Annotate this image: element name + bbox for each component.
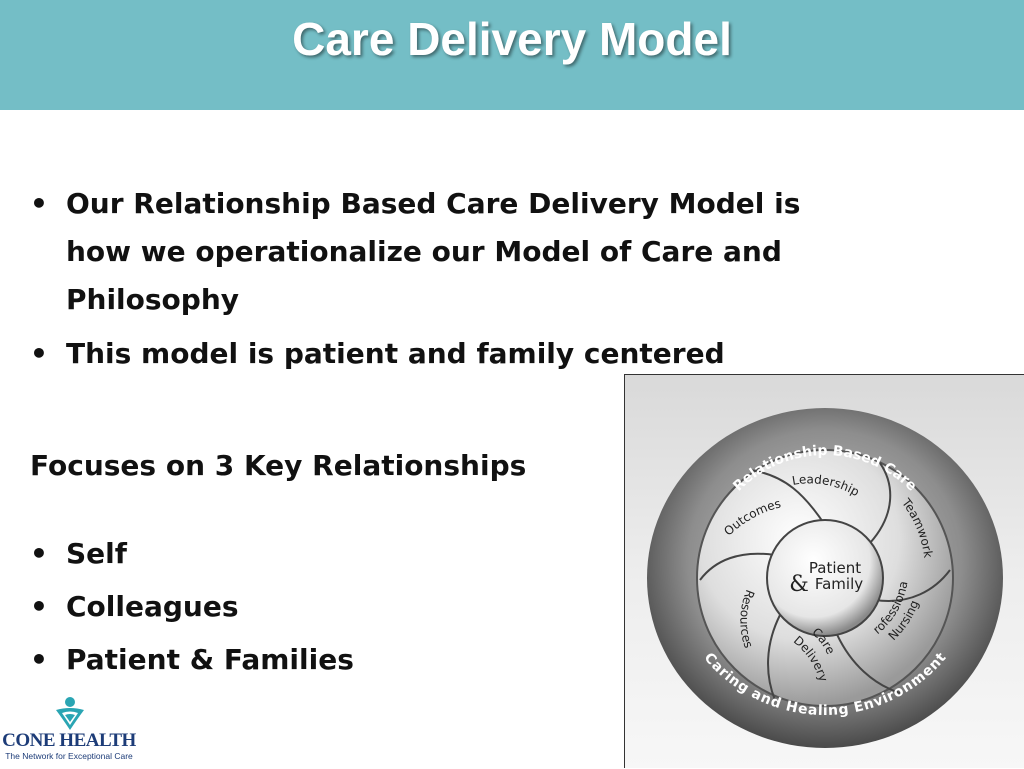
logo-name: CONE HEALTH: [2, 730, 136, 751]
relationship-text: Colleagues: [66, 590, 239, 623]
bullet-text: This model is patient and family centere…: [66, 337, 725, 370]
diagram-svg: Relationship Based Care Caring and Heali…: [625, 375, 1003, 748]
relationship-based-care-diagram: Relationship Based Care Caring and Heali…: [624, 374, 1024, 768]
bullet-dot: •: [30, 337, 48, 370]
segment-dividers: [699, 462, 951, 701]
segment-resources-label: Resources: [737, 588, 757, 650]
bullet-dot: •: [30, 643, 48, 676]
title-bar: Care Delivery Model: [0, 0, 1024, 110]
logo-tagline: The Network for Exceptional Care: [5, 751, 133, 761]
relationship-text: Patient & Families: [66, 643, 354, 676]
center-family-label: Family: [815, 575, 863, 593]
focus-heading: Focuses on 3 Key Relationships: [30, 449, 527, 482]
bullet-dot: •: [30, 537, 48, 570]
center-circle: [766, 519, 884, 637]
cone-health-emblem-icon: [56, 697, 84, 730]
relationship-text: Self: [66, 537, 127, 570]
bullet-text: Our Relationship Based Care Delivery Mod…: [66, 187, 801, 316]
bullet-dot: •: [30, 590, 48, 623]
center-ampersand: &: [789, 572, 809, 597]
bullet-dot: •: [30, 187, 48, 220]
slide-title: Care Delivery Model: [292, 13, 732, 65]
cone-health-logo: CONE HEALTH The Network for Exceptional …: [2, 696, 136, 762]
center-patient-label: Patient: [809, 559, 861, 577]
